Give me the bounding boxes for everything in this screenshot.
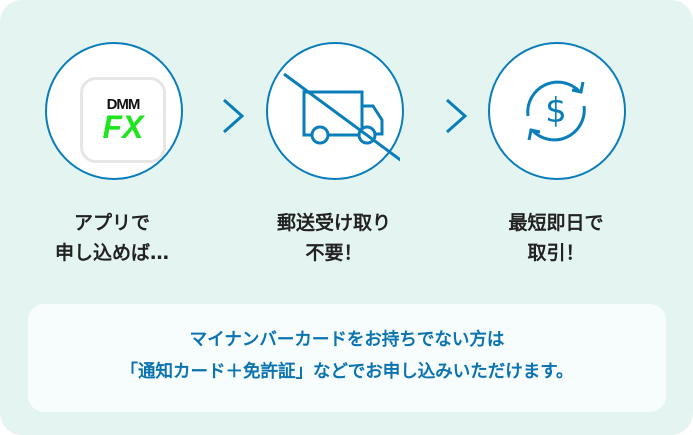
step-3-circle: $ [488,42,626,180]
notice-line-2: 「通知カード＋免許証」などでお申し込みいただけます。 [120,362,574,382]
step-3-line-1: 最短即日で [508,212,604,234]
step-3-label: 最短即日で 取引！ [456,208,656,268]
svg-text:$: $ [545,91,567,131]
logo-dmm: DMM [106,96,141,113]
chevron-right-icon [446,98,468,134]
step-2-circle [266,42,404,180]
step-1-circle: DMM FX [45,42,183,180]
step-3-line-2: 取引！ [527,242,585,264]
step-1-line-1: アプリで [73,212,150,234]
step-2-line-2: 不要！ [305,242,363,264]
no-mail-truck-icon [283,72,400,162]
dmm-fx-app-icon: DMM FX [80,77,166,163]
step-2-label: 郵送受け取り 不要！ [234,208,434,268]
notice-line-1: マイナンバーカードをお持ちでない方は [189,330,505,350]
logo-fx: FX [102,109,144,145]
step-1-label: アプリで 申し込めば… [12,208,212,268]
step-1-line-2: 申し込めば… [54,242,169,264]
notice-box: マイナンバーカードをお持ちでない方は 「通知カード＋免許証」などでお申し込みいた… [28,304,666,412]
currency-exchange-icon: $ [526,80,586,142]
step-2-line-1: 郵送受け取り [276,212,391,234]
chevron-right-icon [223,98,245,134]
